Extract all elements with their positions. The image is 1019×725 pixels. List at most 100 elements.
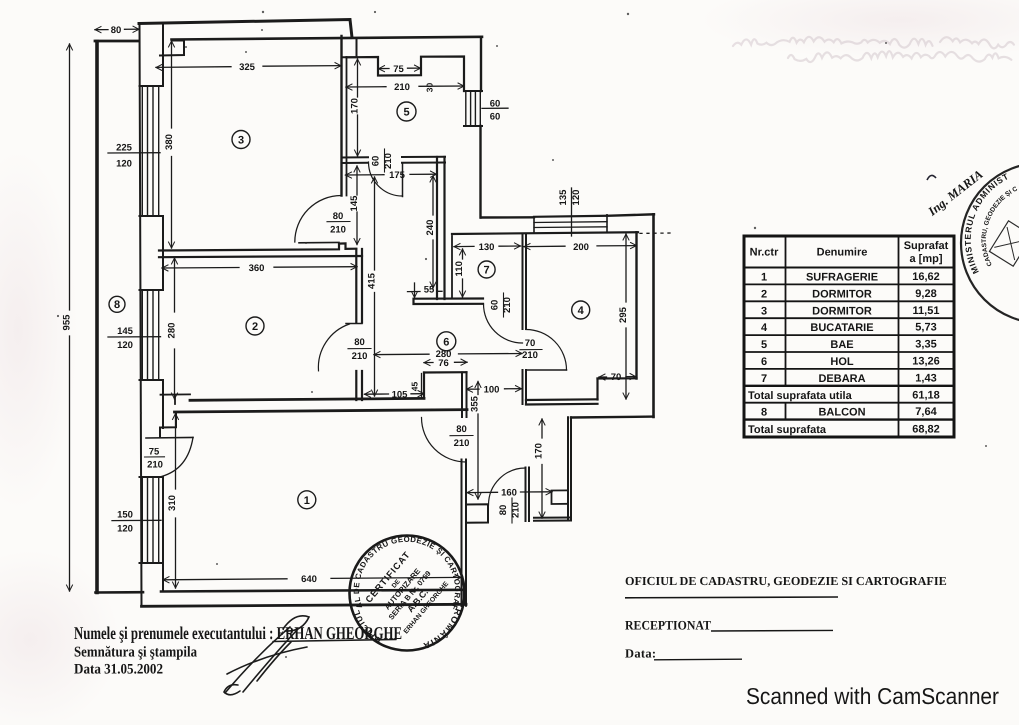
- svg-text:16,62: 16,62: [912, 271, 940, 283]
- svg-text:4: 4: [578, 305, 585, 317]
- svg-text:1: 1: [304, 495, 310, 507]
- svg-text:DE: DE: [391, 578, 403, 590]
- svg-text:310: 310: [167, 495, 178, 511]
- svg-text:Total suprafata utila: Total suprafata utila: [748, 390, 853, 402]
- svg-text:200: 200: [573, 242, 589, 253]
- svg-text:RECEPTIONAT: RECEPTIONAT: [625, 618, 711, 633]
- svg-text:110: 110: [454, 261, 465, 276]
- svg-text:70: 70: [525, 338, 536, 349]
- svg-text:295: 295: [618, 306, 629, 323]
- svg-text:45: 45: [410, 382, 420, 392]
- svg-text:360: 360: [249, 263, 265, 274]
- svg-text:3: 3: [761, 305, 767, 317]
- svg-text:60: 60: [490, 111, 501, 122]
- svg-text:5: 5: [761, 339, 767, 351]
- svg-text:3,35: 3,35: [915, 339, 936, 351]
- svg-text:240: 240: [425, 220, 436, 236]
- svg-text:Suprafat: Suprafat: [904, 240, 949, 252]
- svg-text:6: 6: [443, 336, 449, 348]
- svg-text:5: 5: [403, 107, 409, 119]
- svg-text:80: 80: [333, 211, 344, 222]
- svg-text:210: 210: [502, 297, 513, 313]
- svg-text:80: 80: [354, 337, 365, 348]
- svg-text:210: 210: [330, 225, 346, 236]
- svg-text:7: 7: [761, 373, 767, 385]
- svg-text:a [mp]: a [mp]: [910, 253, 943, 265]
- svg-text:2: 2: [761, 288, 767, 300]
- svg-text:30: 30: [425, 83, 435, 93]
- svg-text:DEBARA: DEBARA: [818, 373, 865, 385]
- svg-text:280: 280: [167, 323, 178, 339]
- svg-text:BALCON: BALCON: [818, 407, 865, 419]
- svg-text:60: 60: [490, 300, 501, 311]
- svg-text:120: 120: [116, 159, 132, 170]
- svg-text:2: 2: [252, 321, 258, 333]
- svg-text:355: 355: [470, 395, 481, 412]
- svg-text:80: 80: [498, 505, 509, 516]
- svg-text:210: 210: [147, 460, 163, 471]
- svg-text:55: 55: [424, 285, 435, 296]
- svg-text:60: 60: [371, 156, 382, 167]
- svg-text:120: 120: [117, 340, 133, 351]
- svg-text:105: 105: [392, 389, 409, 400]
- svg-text:HOL: HOL: [830, 356, 854, 368]
- svg-text:1: 1: [761, 272, 767, 284]
- svg-text:210: 210: [522, 350, 538, 361]
- svg-text:9,28: 9,28: [915, 288, 936, 300]
- svg-text:61,18: 61,18: [912, 389, 940, 401]
- svg-text:210: 210: [454, 438, 470, 449]
- svg-text:100: 100: [484, 384, 500, 395]
- svg-text:BAE: BAE: [830, 339, 853, 351]
- svg-text:1,43: 1,43: [915, 372, 936, 384]
- svg-text:160: 160: [501, 488, 517, 499]
- svg-text:75: 75: [149, 447, 160, 458]
- svg-text:68,82: 68,82: [912, 423, 940, 435]
- svg-text:145: 145: [349, 195, 360, 212]
- svg-text:Data:: Data:: [625, 647, 656, 661]
- svg-text:BUCATARIE: BUCATARIE: [810, 322, 873, 334]
- svg-text:Data 31.05.2002: Data 31.05.2002: [74, 662, 163, 678]
- svg-text:Nr.ctr: Nr.ctr: [750, 247, 779, 259]
- svg-text:120: 120: [571, 190, 582, 206]
- svg-text:Scanned with CamScanner: Scanned with CamScanner: [746, 683, 999, 709]
- svg-text:210: 210: [511, 502, 522, 518]
- svg-text:4: 4: [761, 322, 768, 334]
- svg-text:5,73: 5,73: [915, 322, 936, 334]
- svg-text:145: 145: [117, 326, 134, 337]
- svg-text:8: 8: [761, 407, 767, 419]
- svg-text:170: 170: [350, 98, 361, 114]
- svg-text:13,26: 13,26: [912, 356, 940, 368]
- svg-text:70: 70: [611, 372, 622, 383]
- svg-text:210: 210: [394, 82, 410, 93]
- svg-text:SUFRAGERIE: SUFRAGERIE: [806, 272, 878, 284]
- svg-text:210: 210: [383, 153, 394, 169]
- svg-text:3: 3: [238, 135, 244, 147]
- svg-text:6: 6: [761, 356, 767, 368]
- svg-text:Numele şi prenumele executantu: Numele şi prenumele executantului : ERHA…: [74, 623, 402, 643]
- svg-text:7: 7: [484, 265, 490, 277]
- svg-text:Semnătura şi ştampila: Semnătura şi ştampila: [74, 645, 197, 661]
- svg-text:76: 76: [438, 358, 449, 369]
- svg-text:415: 415: [367, 272, 378, 289]
- svg-text:150: 150: [117, 510, 133, 521]
- svg-text:60: 60: [490, 98, 501, 109]
- svg-text:Total suprafata: Total suprafata: [748, 424, 827, 436]
- svg-text:640: 640: [301, 574, 317, 585]
- svg-text:80: 80: [111, 25, 122, 36]
- svg-text:130: 130: [479, 242, 495, 253]
- svg-text:OFICIUL DE CADASTRU, GEODEZIE: OFICIUL DE CADASTRU, GEODEZIE SI CARTOGR…: [625, 574, 947, 588]
- svg-text:225: 225: [116, 143, 133, 154]
- svg-text:120: 120: [117, 524, 133, 535]
- svg-text:210: 210: [352, 351, 368, 362]
- svg-text:135: 135: [558, 189, 569, 206]
- svg-text:DORMITOR: DORMITOR: [812, 288, 872, 300]
- svg-text:80: 80: [456, 424, 467, 435]
- svg-text:11,51: 11,51: [913, 305, 940, 317]
- svg-text:175: 175: [389, 170, 406, 181]
- svg-text:DORMITOR: DORMITOR: [812, 305, 872, 317]
- svg-text:170: 170: [534, 443, 545, 459]
- svg-text:280: 280: [436, 349, 452, 360]
- svg-text:380: 380: [164, 134, 175, 150]
- svg-text:Denumire: Denumire: [817, 247, 868, 259]
- svg-text:325: 325: [239, 62, 256, 73]
